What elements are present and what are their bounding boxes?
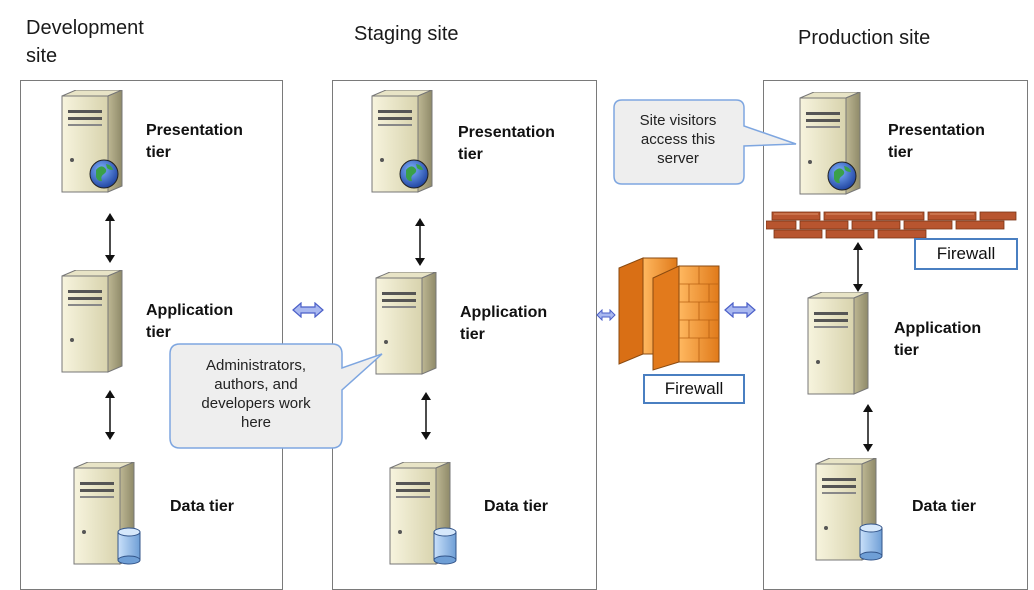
admin-callout-text: Administrators, authors, and developers …: [201, 357, 311, 431]
server-icon-dev-data: [73, 462, 141, 565]
tier-label-dev-data: Data tier: [170, 498, 235, 515]
tier-label-production-presentation: Presentation tier: [888, 122, 985, 161]
tier-label-staging-data: Data tier: [484, 498, 549, 515]
firewall-icon: [618, 257, 720, 371]
admin-callout-bubble: [169, 343, 383, 449]
site-title-development: Development site: [26, 17, 144, 67]
bidirectional-arrow-icon: [724, 302, 756, 318]
server-icon-production-data: [815, 458, 883, 561]
database-icon: [433, 527, 457, 565]
updown-arrow-icon: [105, 213, 115, 263]
server-icon-staging-presentation: [371, 90, 433, 193]
updown-arrow-icon: [853, 242, 863, 292]
brick-firewall-icon: [766, 211, 1017, 239]
server-icon-staging-application: [375, 272, 437, 375]
server-icon-production-application: [807, 292, 869, 395]
tier-label-production-application: Application tier: [894, 320, 982, 359]
site-title-staging: Staging site: [354, 23, 459, 45]
bidirectional-arrow-icon: [292, 302, 324, 318]
visitors-callout-text: Site visitors access this server: [639, 112, 717, 167]
tier-label-staging-application: Application tier: [460, 304, 548, 343]
site-title-production: Production site: [798, 27, 931, 49]
updown-arrow-icon: [105, 390, 115, 440]
tier-label-dev-presentation: Presentation tier: [146, 122, 243, 161]
server-icon-staging-data: [389, 462, 457, 565]
server-icon-production-presentation: [799, 92, 861, 195]
database-icon: [117, 527, 141, 565]
updown-arrow-icon: [421, 392, 431, 440]
tier-label-dev-application: Application tier: [146, 302, 234, 341]
bidirectional-arrow-icon: [596, 309, 616, 321]
server-icon-dev-presentation: [61, 90, 123, 193]
visitors-callout-bubble: [613, 99, 797, 185]
tier-label-staging-presentation: Presentation tier: [458, 124, 555, 163]
database-icon: [859, 523, 883, 561]
tier-label-production-data: Data tier: [912, 498, 977, 515]
updown-arrow-icon: [863, 404, 873, 452]
firewall-label-production: Firewall: [914, 238, 1018, 270]
server-icon-dev-application: [61, 270, 123, 373]
firewall-label-middle: Firewall: [643, 374, 745, 404]
updown-arrow-icon: [415, 218, 425, 266]
